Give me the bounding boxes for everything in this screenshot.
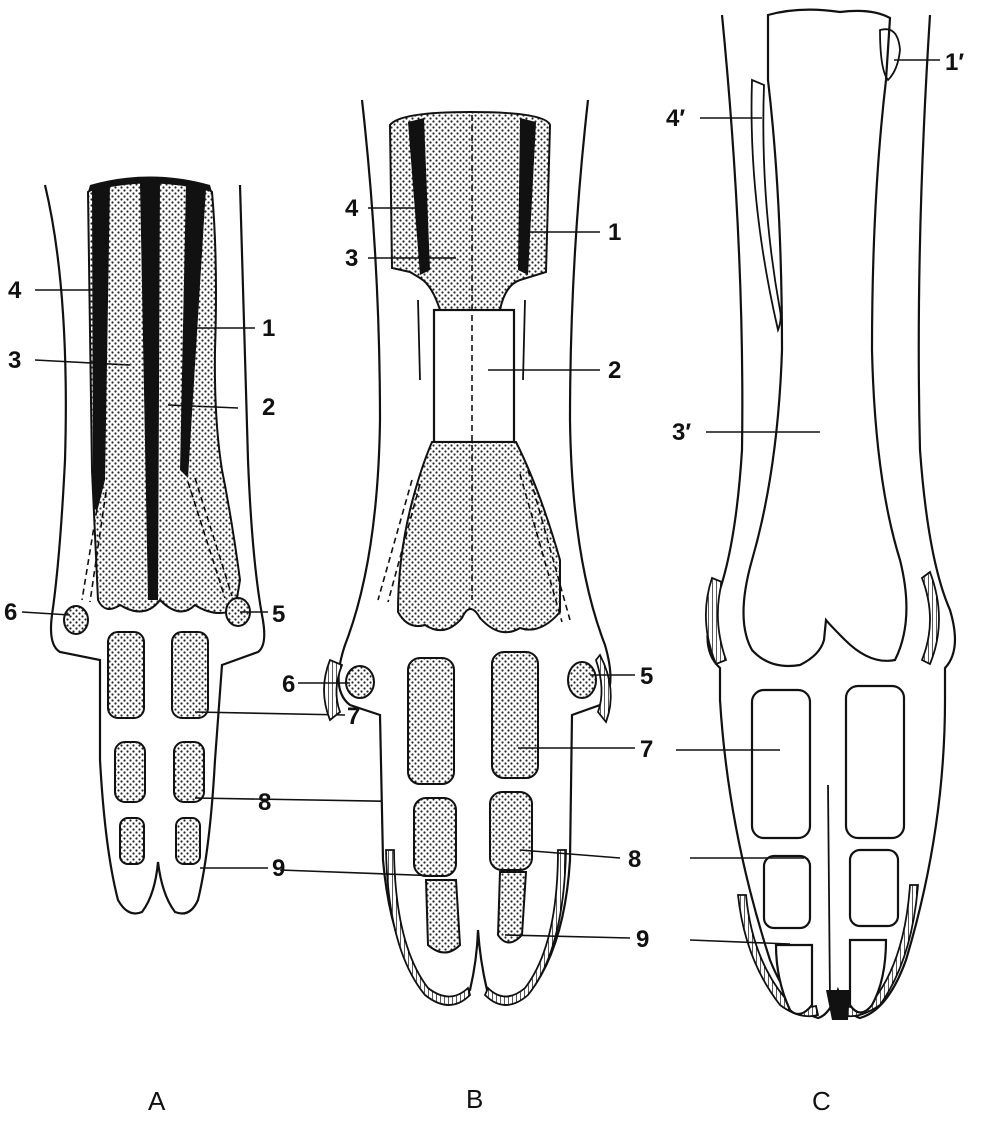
panel-b-label-8-left: 8 [258, 789, 271, 816]
panel-b-label-8: 8 [628, 846, 641, 873]
panel-a-phalanx-2-left [115, 742, 145, 802]
panel-c-label-4p: 4′ [666, 105, 685, 132]
panel-a-label-6: 6 [4, 599, 17, 626]
panel-a-label-1: 1 [262, 315, 275, 342]
panel-a-phalanx-1-right [172, 632, 208, 718]
panel-b-phalanx-3-right [498, 872, 526, 943]
panel-b-label-1: 1 [608, 219, 621, 246]
panel-c-label-1p: 1′ [945, 49, 964, 76]
panel-b-label-2: 2 [608, 357, 621, 384]
panel-b-cartilage [434, 310, 514, 442]
panel-c-hoof-tip [826, 990, 850, 1020]
panel-a-phalanx-2-right [174, 742, 204, 802]
panel-c-caption: C [812, 1086, 831, 1116]
panel-b-phalanx-1-right [492, 652, 538, 778]
panel-b-caption: B [466, 1084, 483, 1114]
panel-b-label-3: 3 [345, 245, 358, 272]
panel-a-label-4: 4 [8, 277, 22, 304]
panel-b-label-7-left: 7 [347, 703, 360, 730]
panel-c: 1′ 4′ 3′ C [666, 10, 964, 1116]
panel-a-label-5: 5 [272, 601, 285, 628]
panel-b-phalanx-3-left [426, 880, 460, 953]
panel-c-label-3p: 3′ [672, 419, 691, 446]
panel-b-label-5: 5 [640, 663, 653, 690]
panel-a-phalanx-3-left [120, 818, 144, 864]
panel-a-label-9: 9 [272, 855, 285, 882]
panel-b-phalanx-2-right [490, 792, 532, 870]
panel-b-phalanx-1-left [408, 658, 454, 784]
panel-a-label-2: 2 [262, 394, 275, 421]
panel-c-phalanx-1-right [846, 686, 904, 838]
panel-a-caption: A [148, 1086, 166, 1116]
panel-a-phalanx-3-right [176, 818, 200, 864]
panel-a-sesamoid-6 [64, 606, 88, 634]
panel-b-label-6: 6 [282, 671, 295, 698]
panel-b-sesamoid-5 [568, 662, 596, 698]
panel-a-label-3: 3 [8, 347, 21, 374]
panel-b-phalanx-2-left [414, 798, 456, 876]
panel-c-phalanx-2-left [764, 856, 810, 928]
panel-b-label-9: 9 [636, 926, 649, 953]
panel-b: 4 3 1 2 6 5 7 7 8 8 9 B [258, 100, 653, 1114]
panel-b-label-4: 4 [345, 195, 359, 222]
panel-c-phalanx-1-left [752, 690, 810, 838]
panel-b-sesamoid-6 [346, 666, 374, 698]
panel-a-phalanx-1-left [108, 632, 144, 718]
panel-c-phalanx-2-right [850, 850, 898, 926]
panel-b-label-7: 7 [640, 736, 653, 763]
